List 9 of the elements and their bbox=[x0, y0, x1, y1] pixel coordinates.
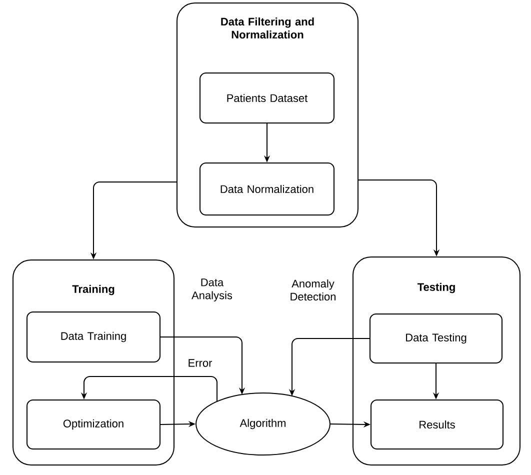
edge-label: Anomaly Detection bbox=[280, 278, 346, 302]
edge-label: Error bbox=[184, 358, 216, 368]
process-box: Data Training bbox=[26, 312, 160, 362]
process-box: Data Normalization bbox=[200, 162, 334, 216]
process-box: Patients Dataset bbox=[200, 72, 334, 124]
edge-label: Data Analysis bbox=[181, 278, 243, 302]
process-box: Data Testing bbox=[370, 314, 502, 364]
process-box: Results bbox=[370, 400, 504, 450]
process-box: Optimization bbox=[26, 400, 160, 450]
